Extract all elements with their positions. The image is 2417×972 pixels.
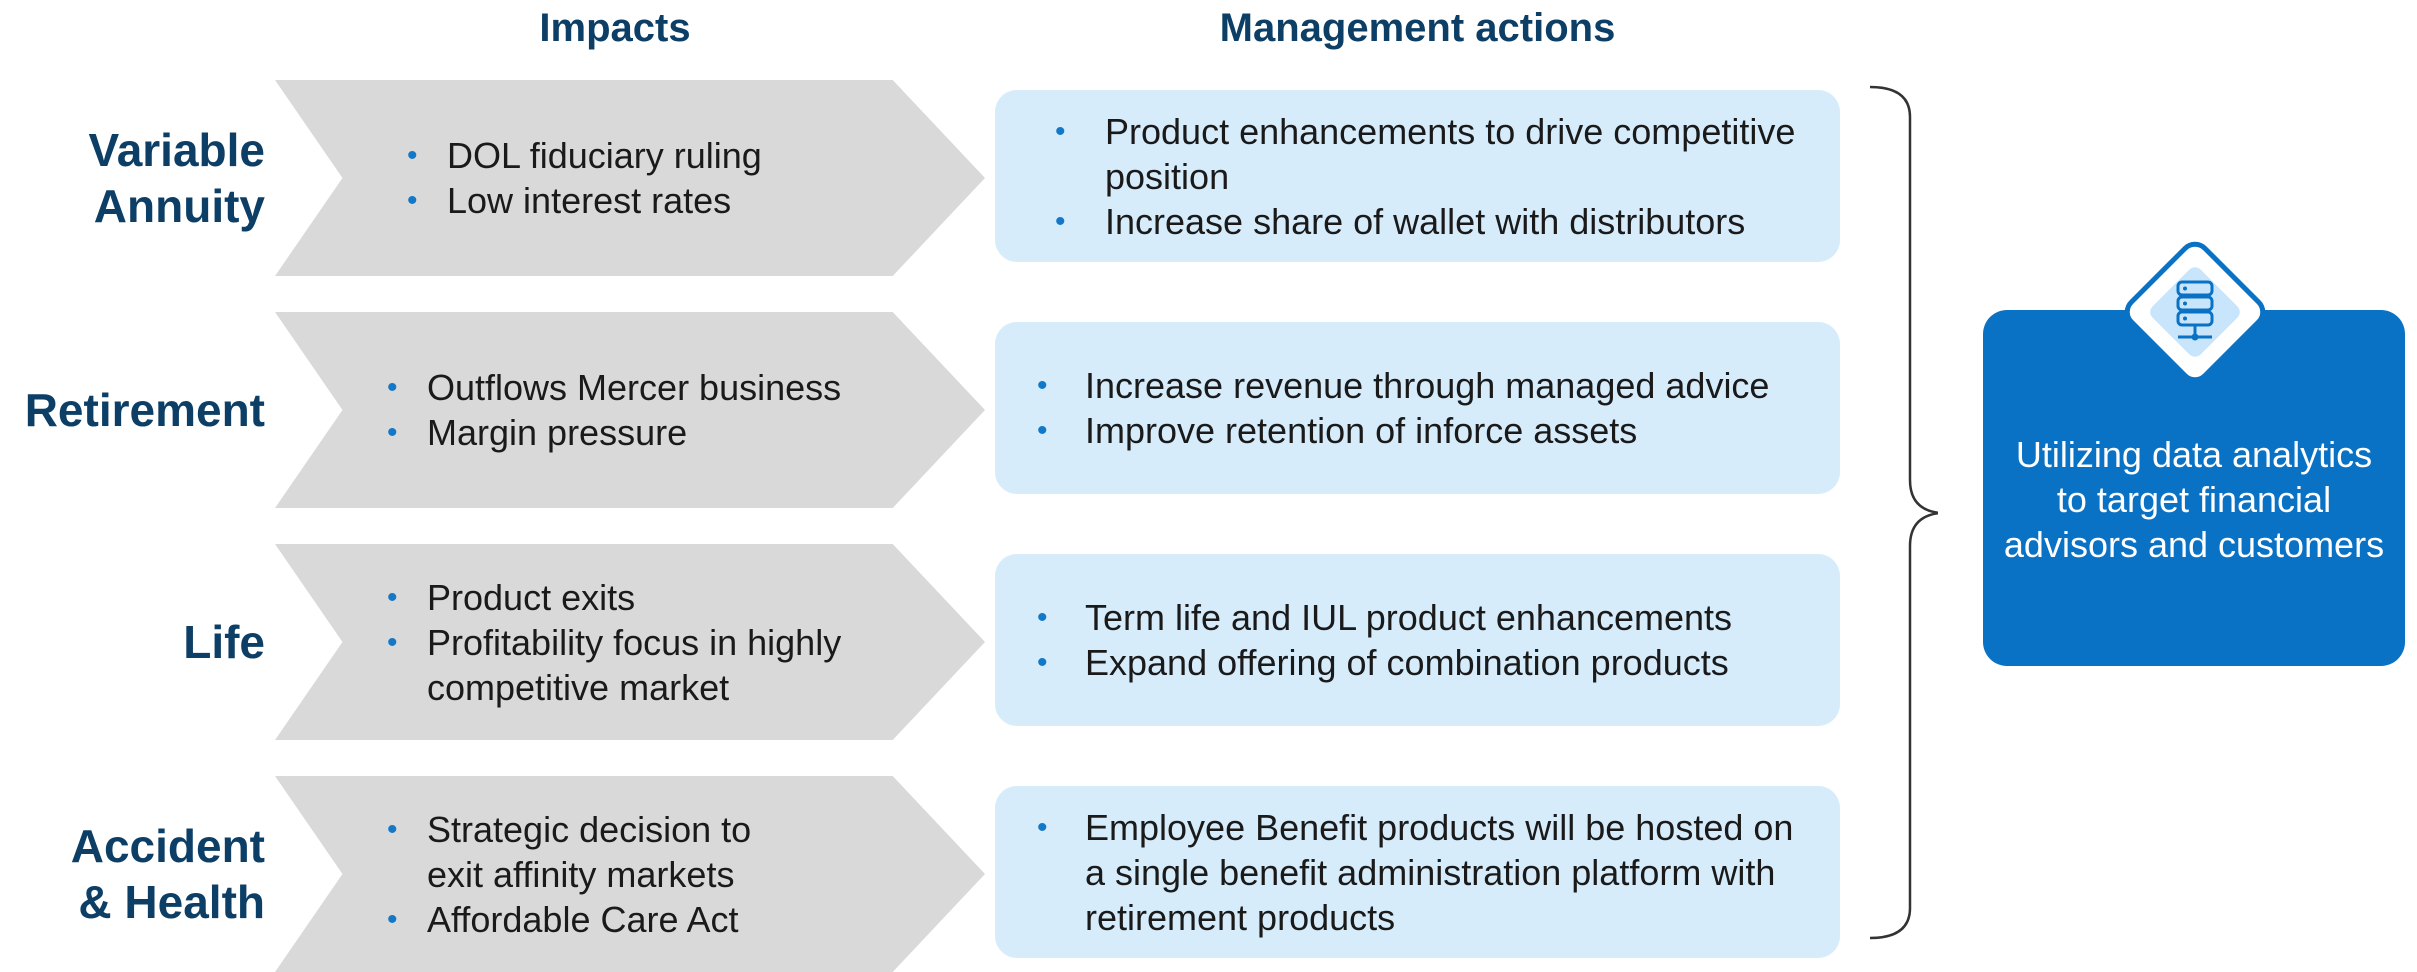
bullet-icon: • — [387, 580, 398, 614]
segment-label: Accident & Health — [70, 820, 265, 928]
bullet-icon: • — [1037, 646, 1048, 679]
impacts-column-header: Impacts — [539, 6, 691, 50]
bullet-icon: • — [1037, 369, 1048, 402]
segment-label: Variable Annuity — [88, 124, 265, 232]
action-item: • Improve retention of inforce assets — [995, 408, 1840, 453]
impact-text: Profitability focus in highly competitiv… — [427, 621, 842, 708]
impact-item: • Strategic decision to exit affinity mar… — [365, 807, 795, 897]
management-actions-box: •Term life and IUL product enhancements … — [995, 554, 1840, 726]
actions-list: •Term life and IUL product enhancements … — [995, 595, 1840, 685]
action-text: Term life and IUL product enhancements — [1085, 597, 1733, 638]
server-database-icon — [2098, 215, 2292, 409]
impact-item: • Affordable Care Act — [365, 897, 795, 942]
bullet-icon: • — [407, 139, 418, 172]
action-item: • Employee Benefit products will be hoste… — [995, 805, 1840, 940]
bullet-icon: • — [387, 625, 398, 659]
impact-text: Strategic decision to exit affinity mark… — [427, 808, 752, 895]
impacts-chevron — [275, 80, 985, 276]
impact-text: Low interest rates — [447, 180, 732, 221]
actions-list: • Employee Benefit products will be hoste… — [995, 805, 1840, 940]
segment-label: Life — [183, 616, 265, 668]
impact-text: Product exits — [427, 576, 636, 618]
action-text: Increase share of wallet with distributo… — [1105, 200, 1746, 242]
impact-item: • DOL fiduciary ruling — [385, 133, 905, 178]
impacts-list: • Outflows Mercer business • Margin pressu… — [365, 312, 885, 508]
bullet-icon: • — [387, 812, 398, 846]
segment-row-variable-annuity: Variable Annuity • DOL fiduciary ruling •… — [0, 80, 1850, 276]
impact-text: DOL fiduciary ruling — [447, 135, 762, 176]
bullet-icon: • — [1037, 810, 1048, 844]
action-item: • Expand offering of combination products — [995, 640, 1840, 685]
impacts-chevron — [275, 544, 985, 740]
action-text: Product enhancements to drive competitiv… — [1105, 110, 1796, 197]
bullet-icon: • — [1037, 601, 1048, 634]
action-text: Expand offering of combination products — [1085, 642, 1729, 683]
impacts-list: • Product exits • Profitability focus in h… — [365, 544, 885, 740]
bullet-icon: • — [387, 416, 398, 449]
segment-row-accident-health: Accident & Health • Strategic decision to… — [0, 776, 1850, 972]
action-text: Employee Benefit products will be hosted… — [1085, 806, 1794, 938]
action-text: Increase revenue through managed advice — [1085, 365, 1770, 406]
action-item: • Increase revenue through managed advice — [995, 363, 1840, 408]
grouping-brace — [1869, 85, 1938, 940]
impacts-chevron — [275, 312, 985, 508]
action-text: Improve retention of inforce assets — [1085, 410, 1638, 451]
impact-item: • Low interest rates — [385, 178, 905, 223]
impacts-chevron — [275, 776, 985, 972]
bullet-icon: • — [1055, 204, 1066, 238]
segment-row-life: Life • Product exits • Profitability focus… — [0, 544, 1850, 740]
impact-text: Outflows Mercer business — [427, 367, 842, 408]
management-actions-column-header: Management actions — [1219, 6, 1616, 50]
bullet-icon: • — [1037, 414, 1048, 447]
bullet-icon: • — [387, 902, 398, 936]
action-item: • Product enhancements to drive competiti… — [995, 109, 1840, 199]
impact-item: • Outflows Mercer business — [365, 365, 885, 410]
impact-item: • Margin pressure — [365, 410, 885, 455]
impacts-list: • DOL fiduciary ruling • Low interest rate… — [385, 80, 905, 276]
actions-list: • Increase revenue through managed advice… — [995, 363, 1840, 453]
impact-item: • Product exits — [365, 575, 885, 620]
segment-label: Retirement — [24, 384, 265, 436]
management-actions-box: • Employee Benefit products will be hoste… — [995, 786, 1840, 958]
bullet-icon: • — [387, 371, 398, 404]
management-actions-box: • Product enhancements to drive competiti… — [995, 90, 1840, 262]
impacts-list: • Strategic decision to exit affinity mar… — [365, 776, 795, 972]
action-item: • Term life and IUL product enhancements — [995, 595, 1840, 640]
impact-text: Affordable Care Act — [427, 898, 739, 940]
actions-list: • Product enhancements to drive competiti… — [995, 109, 1840, 244]
action-item: • Increase share of wallet with distribut… — [995, 199, 1840, 244]
bullet-icon: • — [1055, 114, 1066, 148]
impact-item: • Profitability focus in highly competiti… — [365, 620, 885, 710]
data-analytics-text: Utilizing data analytics to target finan… — [2003, 434, 2385, 565]
bullet-icon: • — [407, 184, 418, 217]
segment-row-retirement: Retirement • Outflows Mercer business • Ma… — [0, 312, 1850, 508]
management-actions-box: • Increase revenue through managed advice… — [995, 322, 1840, 494]
impact-text: Margin pressure — [427, 412, 688, 453]
